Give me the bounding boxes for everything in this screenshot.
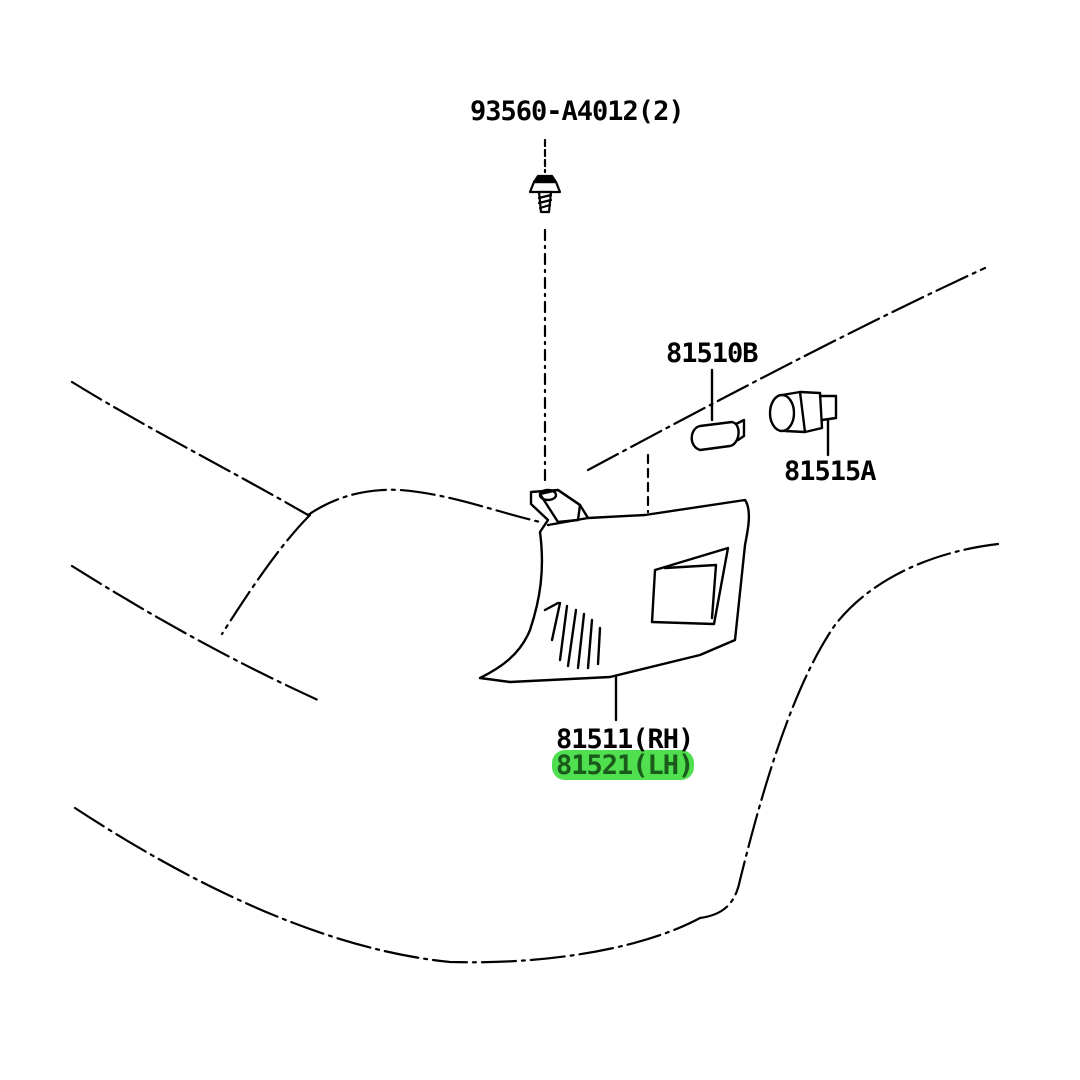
bulb-part [690, 368, 746, 452]
bulb-part-number: 81510B [666, 338, 759, 369]
socket-part [768, 390, 838, 457]
lamp-lh-part-number: 81521(LH) [556, 750, 694, 781]
screw-part-number: 93560-A4012(2) [470, 96, 685, 127]
side-lamp-part [478, 488, 751, 722]
lh-highlight [552, 750, 694, 780]
lamp-rh-part-number: 81511(RH) [556, 724, 694, 755]
vehicle-body-contours [70, 228, 1000, 964]
socket-part-number: 81515A [784, 456, 877, 487]
screw-part [528, 138, 562, 214]
